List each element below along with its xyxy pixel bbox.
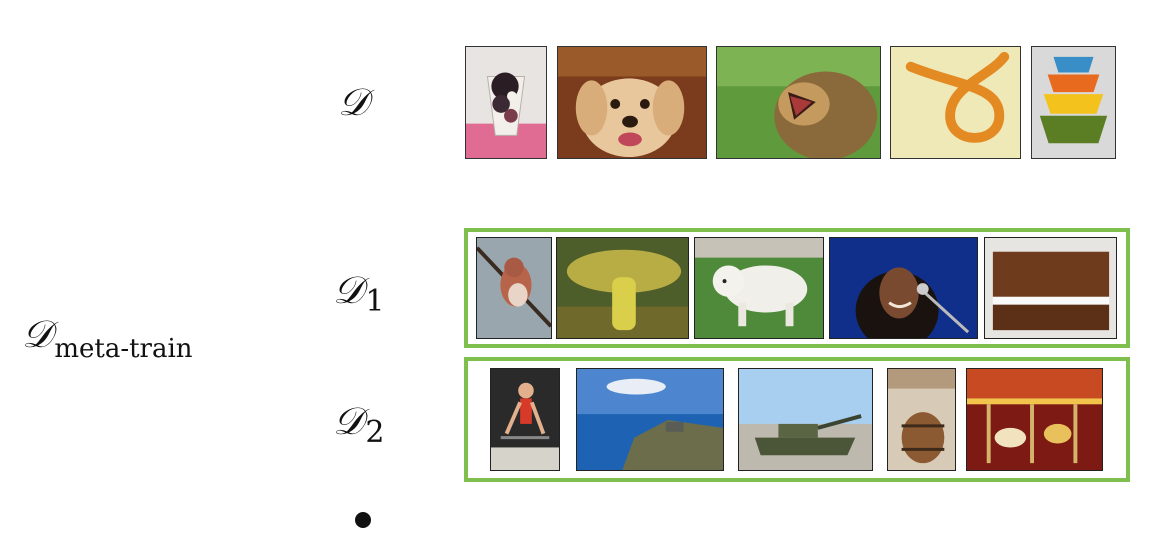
subscript-meta-train: meta-train bbox=[54, 334, 193, 364]
meta-train-label: 𝒟meta-train bbox=[22, 312, 193, 364]
image-carousel bbox=[966, 368, 1103, 471]
image-barrel bbox=[887, 368, 956, 471]
more-datasets-bullet bbox=[355, 512, 371, 528]
image-white-dog bbox=[694, 237, 824, 339]
image-parfait bbox=[465, 46, 547, 159]
dataset-label-d2: 𝒟2 bbox=[333, 399, 384, 450]
image-golden-retriever bbox=[557, 46, 707, 159]
calligraphic-d: 𝒟 bbox=[22, 312, 53, 356]
image-bird bbox=[476, 237, 552, 339]
subscript-1: 1 bbox=[365, 284, 385, 319]
calligraphic-d: 𝒟 bbox=[333, 268, 364, 312]
image-knot bbox=[890, 46, 1021, 159]
image-bowls bbox=[1031, 46, 1116, 159]
dataset-label-d1: 𝒟1 bbox=[333, 268, 384, 319]
image-tank bbox=[738, 368, 873, 471]
image-singer bbox=[829, 237, 978, 339]
calligraphic-d: 𝒟 bbox=[333, 399, 364, 443]
subscript-2: 2 bbox=[365, 415, 385, 450]
image-piano bbox=[984, 237, 1117, 339]
image-cliff bbox=[576, 368, 724, 471]
image-lion bbox=[716, 46, 881, 159]
image-gymnast bbox=[490, 368, 560, 471]
calligraphic-d: 𝒟 bbox=[338, 80, 369, 124]
image-mushroom bbox=[556, 237, 689, 339]
dataset-label-d: 𝒟 bbox=[338, 80, 368, 125]
